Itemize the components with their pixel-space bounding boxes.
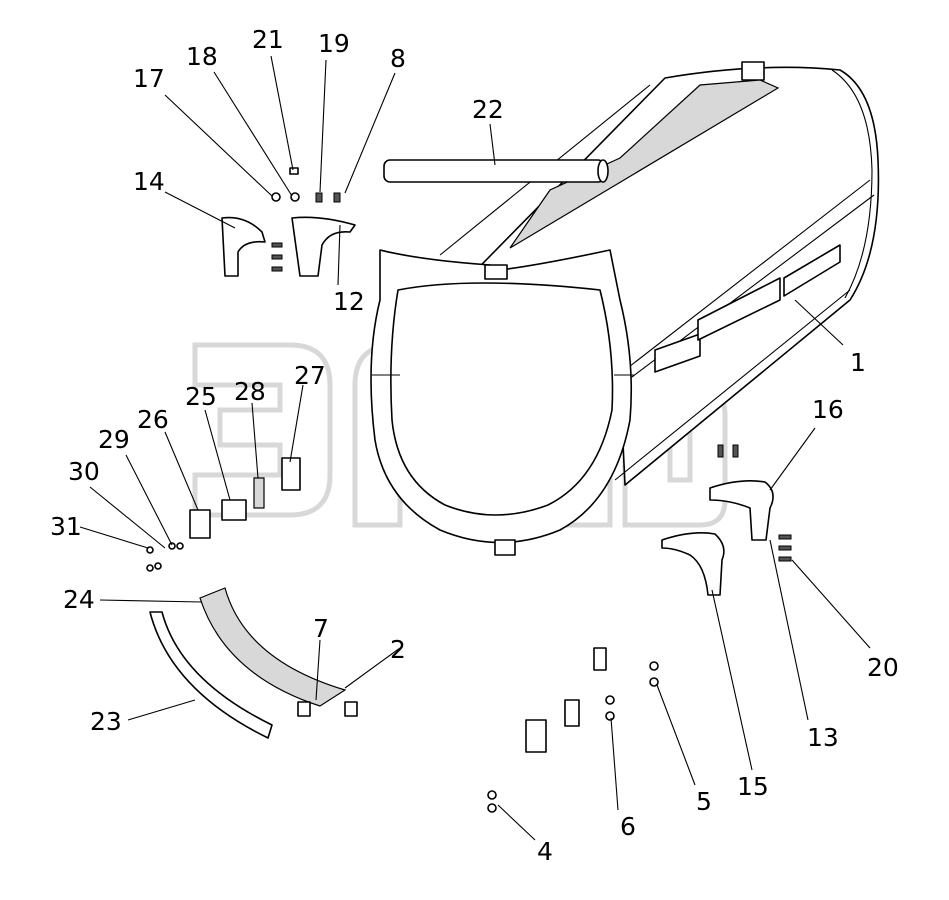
callout-6: 6 xyxy=(620,812,636,841)
callout-17: 17 xyxy=(133,64,165,93)
callout-30: 30 xyxy=(68,457,100,486)
callout-18: 18 xyxy=(186,42,218,71)
small-fasteners-right xyxy=(297,444,792,813)
callout-20: 20 xyxy=(867,653,899,682)
part-14-bracket xyxy=(221,216,266,277)
callout-21: 21 xyxy=(252,25,284,54)
callout-26: 26 xyxy=(137,405,169,434)
callout-labels: 1 2 4 5 6 7 8 12 13 14 15 16 17 18 19 20… xyxy=(50,25,899,866)
part-16-bracket xyxy=(709,480,774,541)
callout-24: 24 xyxy=(63,585,95,614)
callout-25: 25 xyxy=(185,382,217,411)
part-1-shroud xyxy=(379,61,880,486)
callout-4: 4 xyxy=(537,837,553,866)
callout-13: 13 xyxy=(807,723,839,752)
callout-31: 31 xyxy=(50,512,82,541)
part-22-tube xyxy=(383,159,609,183)
callout-19: 19 xyxy=(318,29,350,58)
callout-14: 14 xyxy=(133,167,165,196)
callout-12: 12 xyxy=(333,287,365,316)
callout-5: 5 xyxy=(696,787,712,816)
callout-1: 1 xyxy=(850,348,866,377)
callout-22: 22 xyxy=(472,95,504,124)
left-small-parts xyxy=(146,457,301,572)
leader-lines xyxy=(79,55,871,841)
callout-15: 15 xyxy=(737,772,769,801)
callout-8: 8 xyxy=(390,44,406,73)
callout-7: 7 xyxy=(313,614,329,643)
callout-23: 23 xyxy=(90,707,122,736)
callout-16: 16 xyxy=(812,395,844,424)
part-15-bracket xyxy=(661,532,725,596)
callout-28: 28 xyxy=(234,377,266,406)
small-fasteners-top xyxy=(271,167,341,272)
part-12-bracket xyxy=(291,216,356,277)
part-23-arc xyxy=(149,611,273,739)
callout-29: 29 xyxy=(98,425,130,454)
front-frame xyxy=(370,249,634,556)
part-24-arc xyxy=(199,587,347,707)
callout-27: 27 xyxy=(294,361,326,390)
callout-2: 2 xyxy=(390,635,406,664)
